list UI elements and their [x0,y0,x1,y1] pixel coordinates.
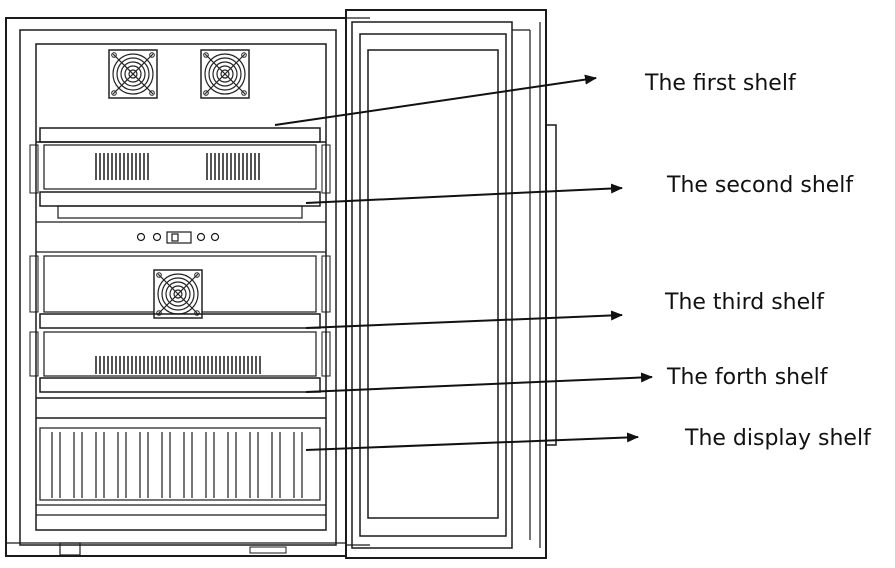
label-third-shelf: The third shelf [665,290,825,315]
first-shelf [36,127,326,143]
third-shelf [39,313,321,329]
fan-icon [200,49,250,99]
fan-icon [108,49,158,99]
arrow-second-shelf [305,183,623,204]
label-first-shelf: The first shelf [645,71,796,96]
arrow-display-shelf [305,432,639,451]
arrow-first-shelf [274,74,597,126]
arrow-forth-shelf [305,372,653,393]
label-forth-shelf: The forth shelf [667,365,828,390]
fan-icon [153,269,203,319]
bottom-hinge [59,542,81,556]
display-shelf [36,427,326,516]
control-panel [36,221,326,253]
vent-panel [43,331,317,377]
door-handle [545,124,557,446]
label-second-shelf: The second shelf [667,173,854,198]
arrow-third-shelf [305,310,623,329]
label-display-shelf: The display shelf [685,426,871,451]
vent-panel [43,144,317,190]
second-shelf [39,191,321,219]
fourth-shelf [36,377,326,419]
glass-door [345,9,557,559]
annotation-arrows [274,74,653,451]
cabinet-inner-frame [19,29,337,546]
cabinet-interior [35,43,327,531]
